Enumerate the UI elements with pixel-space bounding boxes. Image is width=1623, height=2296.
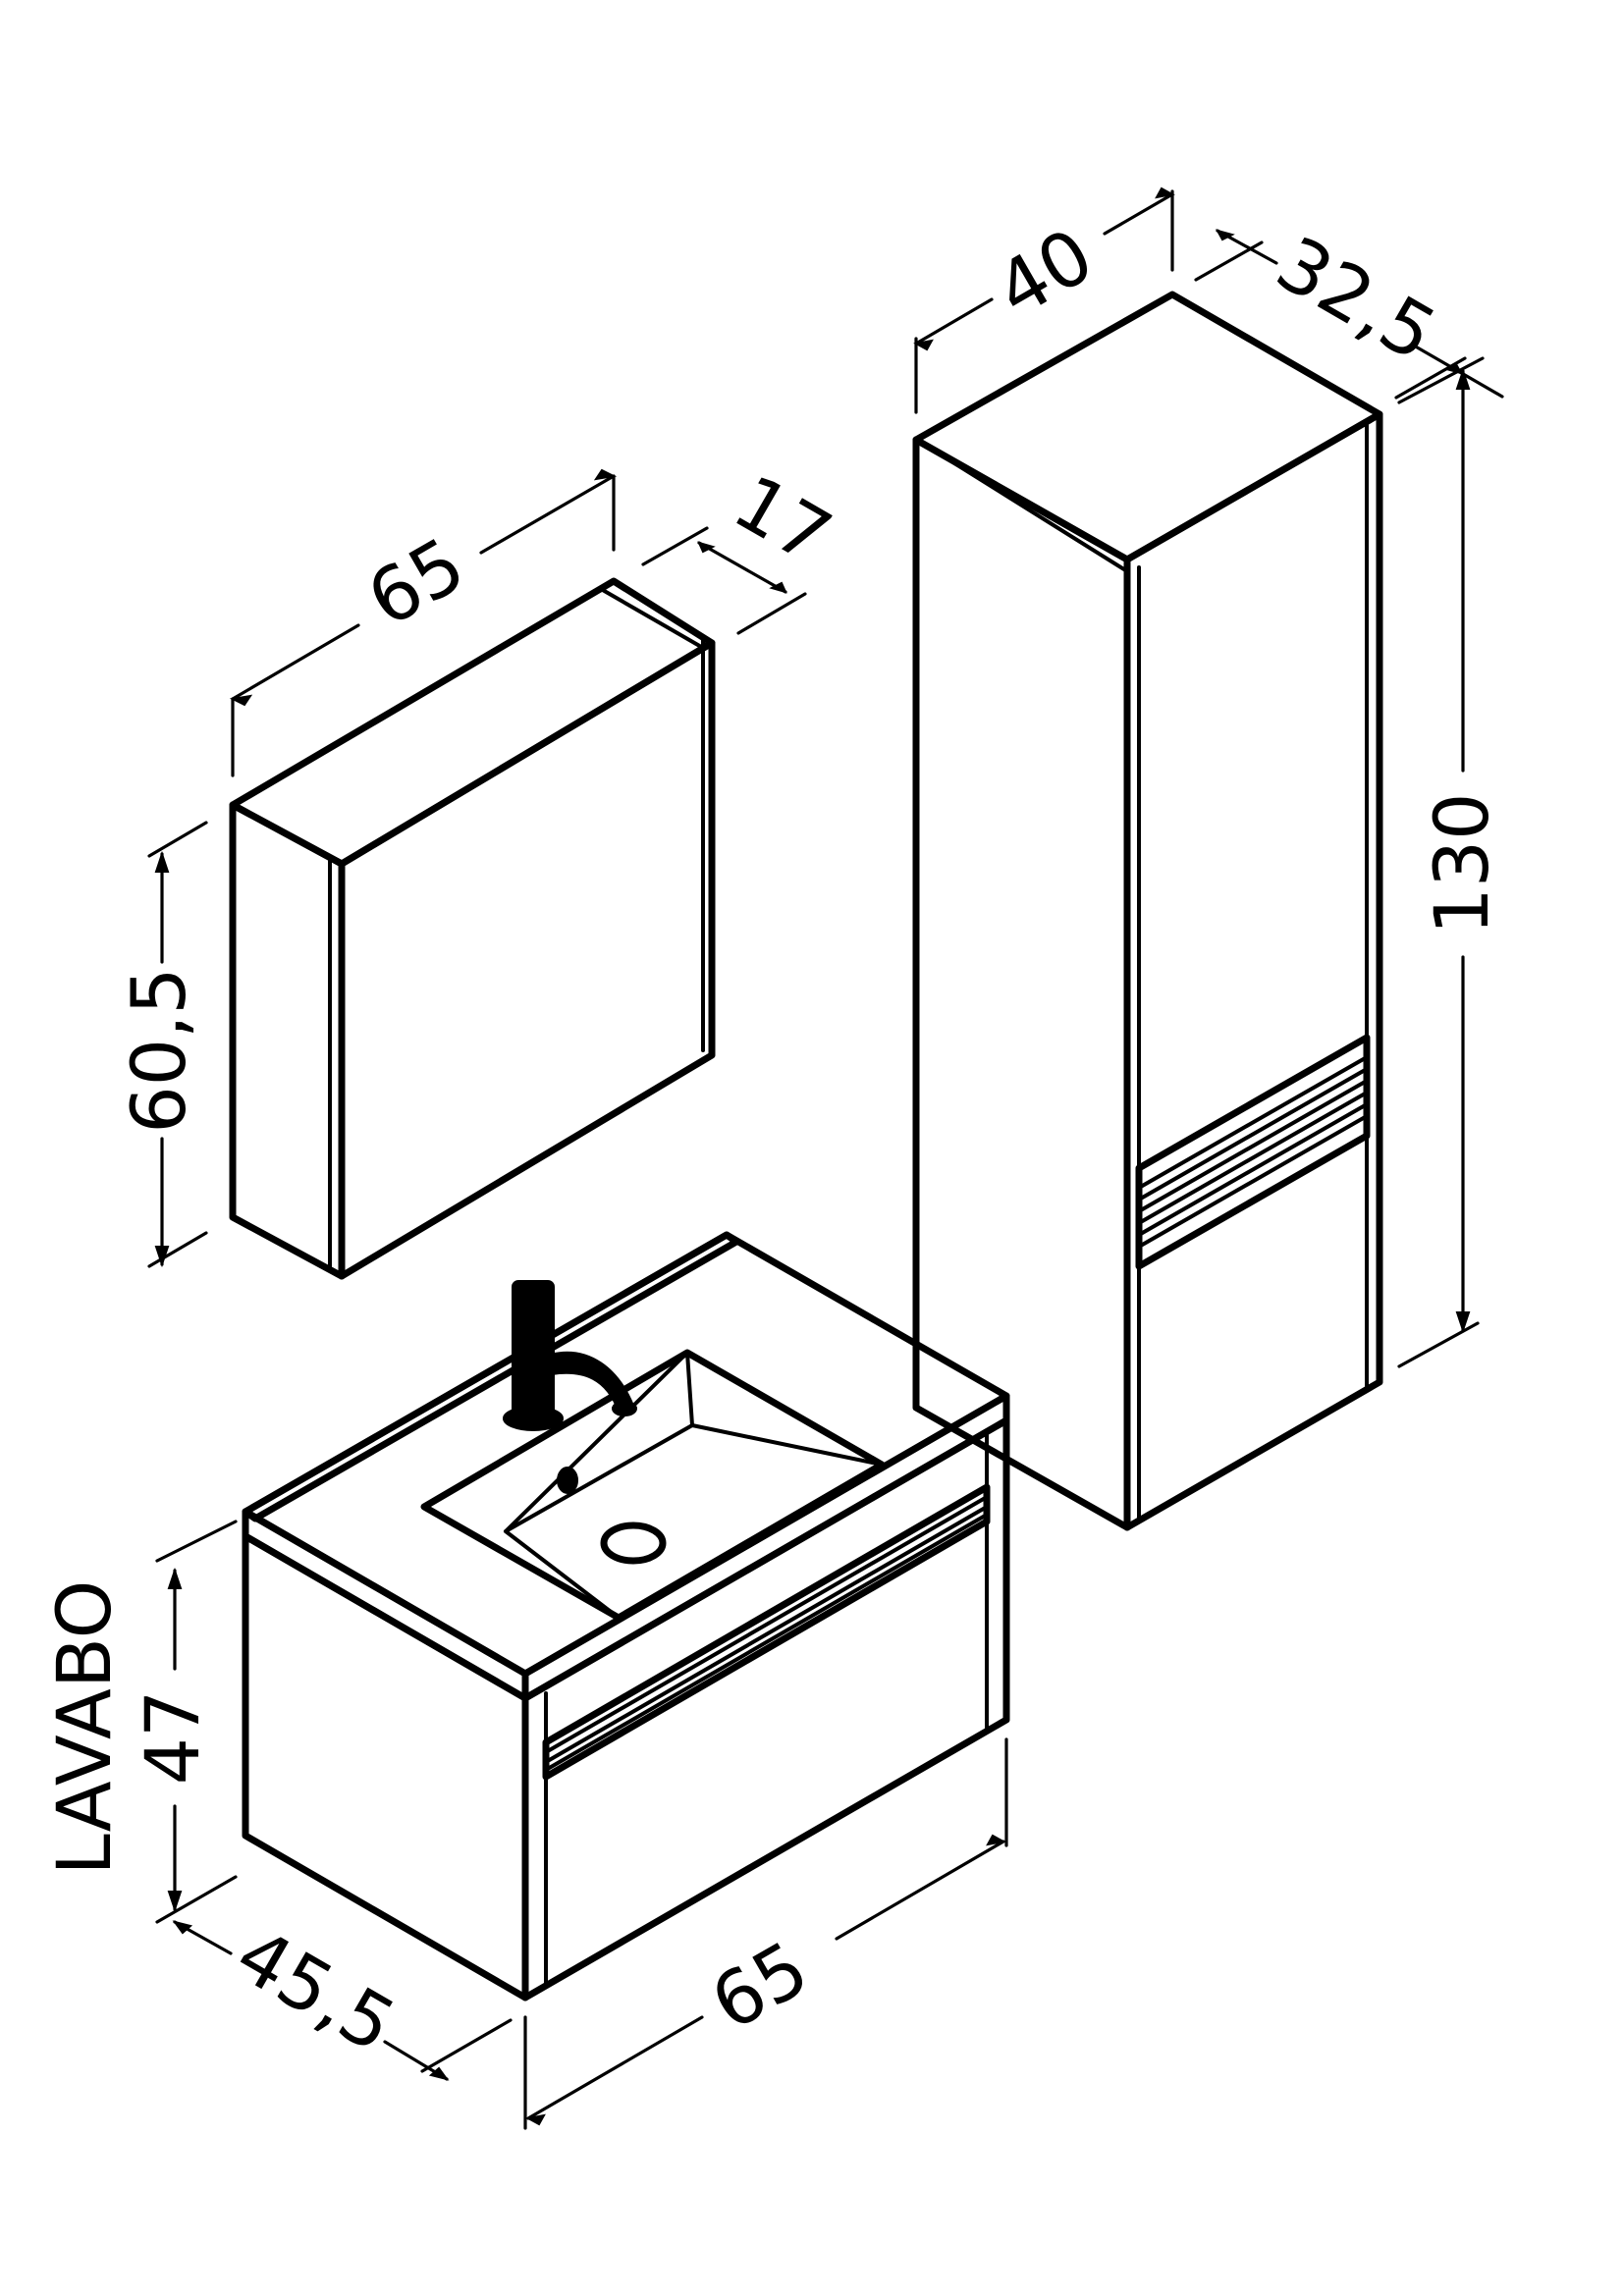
tall-width-label: 40: [982, 211, 1108, 334]
mirror-height-dimension: 60,5: [115, 821, 208, 1268]
vanity-depth-dimension: 45,5: [172, 1911, 513, 2081]
mirror-depth-label: 17: [720, 458, 845, 581]
tall-height-dimension: 130: [1397, 356, 1505, 1368]
vanity-depth-label: 45,5: [222, 1911, 409, 2070]
vanity-unit: [242, 1231, 1010, 2002]
vanity-height-dimension: 47 LAVABO: [40, 1520, 238, 1924]
faucet-icon: [503, 1280, 637, 1431]
mirror-width-label: 65: [353, 520, 479, 643]
mirror-depth-dimension: 17: [641, 458, 845, 635]
mirror-width-dimension: 65: [229, 468, 618, 777]
tall-depth-label: 32,5: [1263, 220, 1450, 379]
mirror-cabinet: [229, 577, 716, 1280]
vanity-width-dimension: 65: [523, 1737, 1008, 2130]
vanity-width-label: 65: [697, 1924, 823, 2047]
tall-height-label: 130: [1418, 792, 1505, 934]
mirror-height-label: 60,5: [115, 967, 202, 1133]
tall-width-dimension: 40: [913, 187, 1175, 414]
tall-cabinet: [912, 291, 1383, 1531]
vanity-height-label: 47: [129, 1690, 216, 1786]
vanity-name-label: LAVABO: [40, 1580, 128, 1876]
